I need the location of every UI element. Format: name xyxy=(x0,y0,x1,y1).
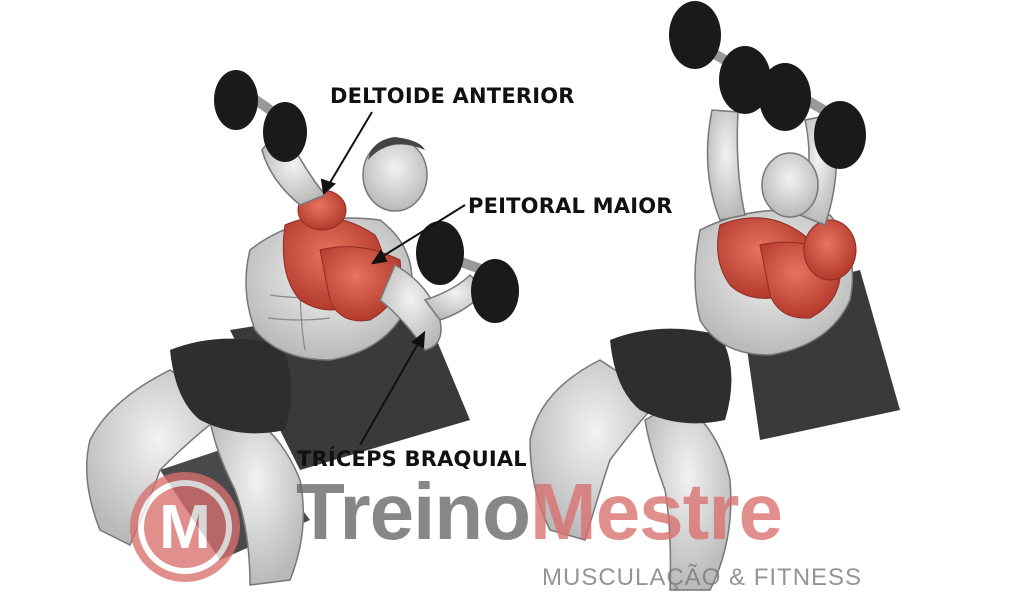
label-triceps-braquial: TRÍCEPS BRAQUIAL xyxy=(297,447,527,471)
arm-right-left-figure xyxy=(379,263,442,351)
dumbbell-raised-1 xyxy=(669,1,771,114)
dumbbell-hand-left xyxy=(416,221,519,323)
brand-part-treino: Treino xyxy=(296,467,531,556)
brand-part-mestre: Mestre xyxy=(530,467,783,556)
label-peitoral-maior: PEITORAL MAIOR xyxy=(468,194,673,218)
arrow-pectoral xyxy=(379,204,466,259)
left-figure xyxy=(85,70,519,586)
shorts-left xyxy=(170,338,292,434)
head-right xyxy=(761,152,819,218)
dumbbell-raised-2 xyxy=(759,63,866,169)
arm-raised-1 xyxy=(706,109,746,221)
brand-tagline: MUSCULAÇÃO & FITNESS xyxy=(542,564,863,591)
left-leg-right xyxy=(529,359,662,541)
arrow-triceps xyxy=(359,339,421,446)
label-deltoide-anterior: DELTOIDE ANTERIOR xyxy=(330,84,575,108)
dumbbell-upper-left xyxy=(214,70,307,162)
treinomestre-watermark: M TreinoMestre MUSCULAÇÃO & FITNESS xyxy=(118,466,878,596)
logo-letter: M xyxy=(159,493,211,562)
arrow-deltoid xyxy=(327,111,373,187)
shorts-right xyxy=(610,328,732,424)
brand-name: TreinoMestre xyxy=(296,466,783,558)
treinomestre-logo-icon: M xyxy=(130,472,240,582)
right-figure xyxy=(529,1,900,591)
